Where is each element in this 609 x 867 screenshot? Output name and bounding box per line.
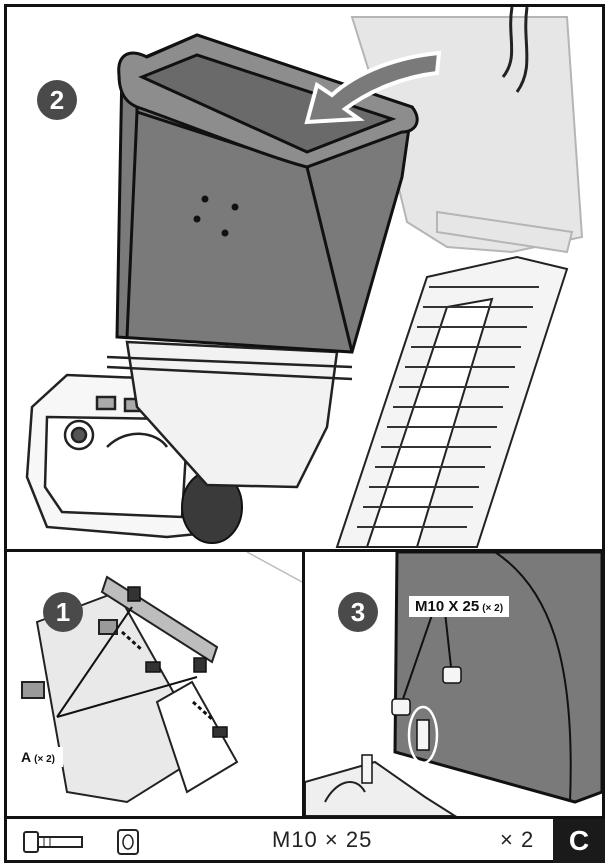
rotation-arrow-icon	[304, 50, 442, 125]
panel-divider-vertical	[302, 552, 305, 816]
fastener-spec: M10 × 25	[272, 827, 373, 852]
bolt-callout-label: M10 X 25	[415, 598, 480, 615]
hopper-assembly-illustration	[25, 7, 584, 548]
part-a-callout: A(× 2)	[13, 747, 63, 767]
bolt-callout: M10 X 25(× 2)	[409, 596, 510, 617]
fastener-quantity: × 2	[500, 827, 535, 852]
step-1-badge: 1	[43, 592, 83, 632]
part-a-quantity: (× 2)	[34, 754, 55, 765]
nut-icon	[117, 829, 139, 855]
detail-panel-left: 1 A(× 2)	[7, 552, 302, 816]
parts-footer: M10 × 25 × 2 C	[4, 816, 605, 863]
step-2-badge: 2	[37, 80, 77, 120]
bolt-detail-illustration	[305, 552, 602, 816]
bolt-callout-quantity: (× 2)	[482, 603, 504, 614]
bolt-icon	[23, 831, 83, 853]
panel-divider-horizontal	[7, 549, 602, 552]
bracket-detail-illustration	[21, 552, 302, 804]
detail-panel-right: 3 M10 X 25(× 2)	[305, 552, 602, 816]
step-3-badge: 3	[338, 592, 378, 632]
main-illustration-panel: 2	[7, 7, 602, 549]
part-a-label: A	[21, 749, 32, 765]
section-letter: C	[553, 819, 605, 863]
